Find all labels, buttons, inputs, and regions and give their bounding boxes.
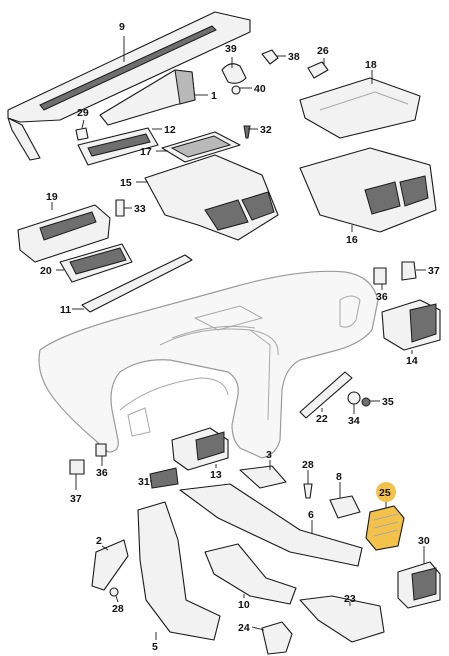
- part-30-vent-face: [411, 567, 437, 601]
- label-39: 39: [225, 43, 237, 55]
- part-17-mesh: [170, 135, 232, 158]
- part-24-grille: [261, 621, 293, 655]
- part-13-vent-face: [195, 431, 225, 461]
- part-31-bracket: [149, 467, 179, 489]
- part-10-duct: [204, 543, 297, 605]
- part-1-end: [174, 69, 196, 105]
- label-15: 15: [120, 177, 132, 189]
- part-3-bracket: [239, 465, 287, 489]
- label-17: 17: [140, 146, 152, 158]
- part-5-floor-duct: [137, 501, 221, 641]
- label-23: 23: [344, 593, 356, 605]
- part-36-clip-left: [95, 443, 107, 457]
- part-32-screw: [243, 125, 251, 139]
- label-19: 19: [46, 191, 58, 203]
- part-22-rod: [299, 371, 353, 419]
- part-36-clip-top: [373, 267, 387, 285]
- label-12: 12: [164, 124, 176, 136]
- label-8: 8: [336, 471, 342, 483]
- highlight-marker-25: [376, 482, 396, 502]
- part-15-vents-right: [241, 191, 275, 221]
- part-12-louvres: [87, 133, 151, 157]
- label-3: 3: [266, 449, 272, 461]
- label-29: 29: [77, 107, 89, 119]
- part-26-bracket: [307, 61, 329, 79]
- label-2: 2: [96, 535, 102, 547]
- label-36-left: 36: [96, 467, 108, 479]
- label-9: 9: [119, 21, 125, 33]
- part-19-openings: [39, 211, 97, 241]
- label-20: 20: [40, 265, 52, 277]
- part-18-lid-detail: [319, 91, 409, 111]
- leader-lines: [51, 36, 426, 640]
- label-38: 38: [288, 51, 300, 63]
- label-30: 30: [418, 535, 430, 547]
- part-33-bolt: [115, 199, 125, 217]
- part-9-grille-strip: [39, 25, 217, 111]
- label-31: 31: [138, 476, 150, 488]
- part-16-vent-a: [364, 181, 401, 215]
- part-2-bracket: [91, 539, 129, 591]
- label-40: 40: [254, 83, 266, 95]
- label-10: 10: [238, 599, 250, 611]
- part-20-louvres: [69, 247, 127, 275]
- label-6: 6: [308, 509, 314, 521]
- part-34-knob: [347, 391, 361, 405]
- part-29-clip: [75, 127, 89, 141]
- part-8-cover: [329, 495, 361, 519]
- part-40-screw: [231, 85, 241, 95]
- dashboard-main-panel: [38, 270, 379, 459]
- label-37-left: 37: [70, 493, 82, 505]
- part-28-screw-top: [303, 483, 313, 499]
- label-34: 34: [348, 415, 360, 427]
- label-22: 22: [316, 413, 328, 425]
- label-13: 13: [210, 469, 222, 481]
- label-36-top: 36: [376, 291, 388, 303]
- label-11: 11: [60, 304, 71, 316]
- label-28-bottom: 28: [112, 603, 124, 615]
- part-38-clip: [261, 49, 279, 65]
- part-37-switch-top: [401, 261, 417, 281]
- part-35-cap: [361, 397, 371, 407]
- part-18-glovebox-lid: [299, 77, 421, 139]
- part-25-grille-lines: [373, 513, 399, 537]
- part-6-duct: [179, 483, 363, 567]
- label-16: 16: [346, 234, 358, 246]
- part-28-screw-bottom: [109, 587, 119, 597]
- label-35: 35: [382, 396, 394, 408]
- part-39-clip: [221, 63, 247, 84]
- label-32: 32: [260, 124, 272, 136]
- part-23-duct: [299, 595, 385, 643]
- part-25-highlighted-trim: [365, 505, 405, 551]
- part-14-vent-face: [409, 303, 437, 343]
- part-labels: 9 1 39 38 40 26 18 29 12 32 17 15 16 19 …: [40, 21, 440, 653]
- part-16-vent-b: [399, 175, 429, 207]
- label-25: 25: [379, 487, 391, 499]
- label-26: 26: [317, 45, 329, 57]
- label-28-top: 28: [302, 459, 314, 471]
- label-24: 24: [238, 622, 250, 634]
- label-14: 14: [406, 355, 418, 367]
- label-18: 18: [365, 59, 377, 71]
- label-33: 33: [134, 203, 146, 215]
- label-5: 5: [152, 641, 158, 653]
- label-1: 1: [211, 90, 217, 102]
- label-37-top: 37: [428, 265, 440, 277]
- part-37-switch-left: [69, 459, 85, 475]
- part-15-vents: [204, 199, 249, 231]
- part-9-end-bracket: [7, 117, 41, 161]
- part-11-strip: [81, 254, 193, 313]
